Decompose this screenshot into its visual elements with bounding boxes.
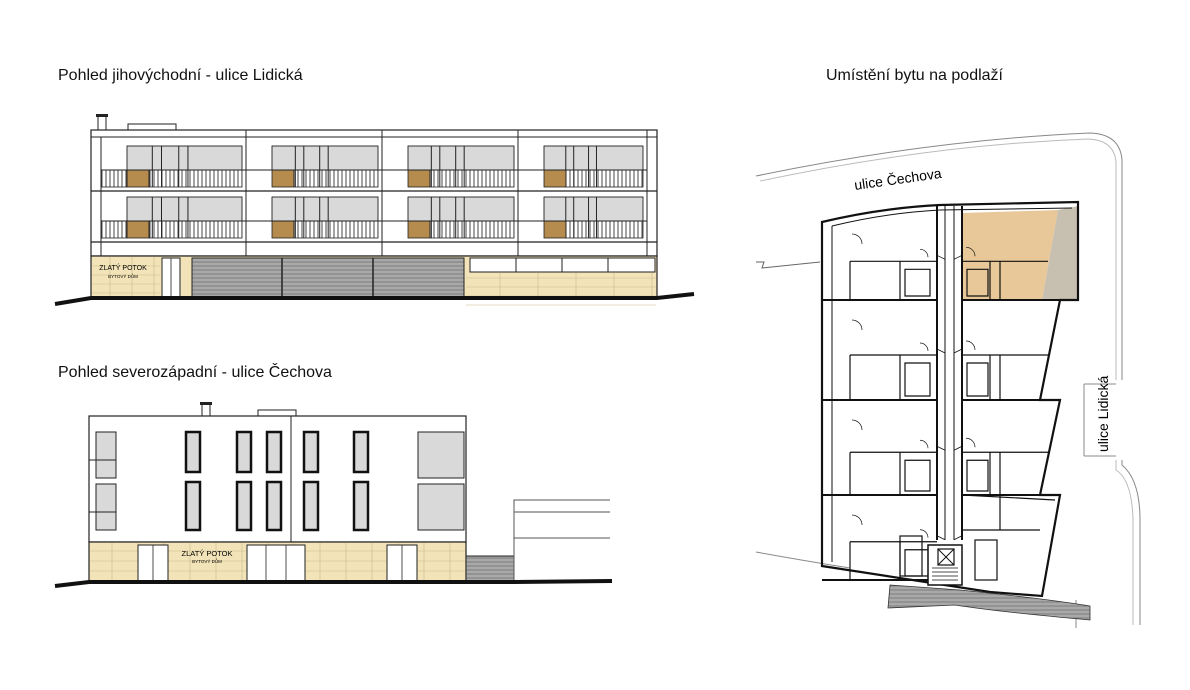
- window: [352, 430, 370, 474]
- balcony-panel: [271, 169, 295, 188]
- window-band: [543, 145, 644, 171]
- sign-name: ZLATÝ POTOK: [182, 549, 233, 558]
- room-walls: [849, 354, 937, 400]
- garage-doors: [191, 257, 465, 299]
- floor-location-title: Umístění bytu na podlaží: [826, 67, 1003, 84]
- door-swing: [851, 319, 863, 331]
- window: [184, 430, 202, 474]
- window-band: [407, 196, 515, 222]
- door-swing: [965, 246, 976, 257]
- window: [184, 480, 202, 532]
- window: [302, 480, 320, 532]
- balcony-railing: [293, 169, 379, 188]
- balcony-panel: [271, 220, 295, 239]
- balcony-railing: [100, 220, 128, 239]
- door-swing: [965, 437, 976, 448]
- balcony-railing: [565, 220, 644, 239]
- balcony-panel: [126, 220, 150, 239]
- balcony-railing: [565, 169, 644, 188]
- room-walls: [961, 494, 1056, 531]
- window-band: [126, 196, 243, 222]
- window-band: [407, 145, 515, 171]
- chimney: [201, 403, 211, 417]
- balcony-railing: [148, 169, 243, 188]
- balcony-railing: [429, 169, 515, 188]
- window: [302, 430, 320, 474]
- northwest-view-title: Pohled severozápadní - ulice Čechova: [58, 364, 332, 381]
- door-swing: [919, 439, 929, 449]
- window-band: [271, 145, 379, 171]
- room-walls: [962, 354, 1048, 400]
- door-swing: [919, 529, 929, 538]
- ground-line: [54, 579, 613, 588]
- terrace: [1042, 206, 1078, 300]
- sign-name: ZLATÝ POTOK: [99, 263, 147, 272]
- balcony-panel: [543, 220, 567, 239]
- corridor-door: [936, 254, 963, 260]
- room-walls: [849, 541, 937, 580]
- room-walls: [962, 260, 1048, 300]
- balcony-railing: [429, 220, 515, 239]
- door-swing: [965, 340, 976, 351]
- window: [235, 430, 253, 474]
- window: [235, 480, 253, 532]
- room-walls: [962, 451, 1048, 495]
- corridor-door: [936, 445, 963, 451]
- window: [352, 480, 370, 532]
- southeast-elevation: ZLATÝ POTOK BYTOVÝ DŮM: [54, 114, 695, 306]
- sidewalk: [887, 584, 1091, 621]
- door-swing: [851, 514, 863, 526]
- garage-ramp: [465, 555, 515, 583]
- balcony-panel: [126, 169, 150, 188]
- balcony-panel: [407, 220, 431, 239]
- corridor-door: [936, 535, 963, 541]
- door-swing: [919, 342, 929, 352]
- balcony-railing: [293, 220, 379, 239]
- room-walls: [849, 260, 937, 300]
- balcony-railing: [100, 169, 128, 188]
- corridor-door: [936, 348, 963, 354]
- chimney: [97, 115, 107, 131]
- sign-subtitle: BYTOVÝ DŮM: [192, 558, 222, 564]
- balcony-railing: [148, 220, 243, 239]
- southeast-view-title: Pohled jihovýchodní - ulice Lidická: [58, 67, 303, 84]
- window: [265, 480, 283, 532]
- window-band: [271, 196, 379, 222]
- street-label-cechova: ulice Čechova: [853, 165, 943, 193]
- door-swing: [851, 419, 863, 431]
- window-band: [126, 145, 243, 171]
- highlighted-flat: [963, 210, 1058, 300]
- northwest-elevation: ZLATÝ POTOK BYTOVÝ DŮM: [54, 402, 613, 588]
- room-walls: [849, 451, 937, 495]
- floor-plan: ulice Čechova ulice Lidická: [755, 132, 1141, 628]
- window-band: [543, 196, 644, 222]
- window: [265, 430, 283, 474]
- ground-line: [54, 292, 695, 306]
- door-swing: [851, 233, 863, 245]
- door-swing: [919, 248, 929, 258]
- balcony-panel: [543, 169, 567, 188]
- street-label-lidicka: ulice Lidická: [1095, 376, 1111, 452]
- sign-subtitle: BYTOVÝ DŮM: [108, 273, 138, 279]
- roof-structure: [257, 409, 297, 417]
- balcony-panel: [407, 169, 431, 188]
